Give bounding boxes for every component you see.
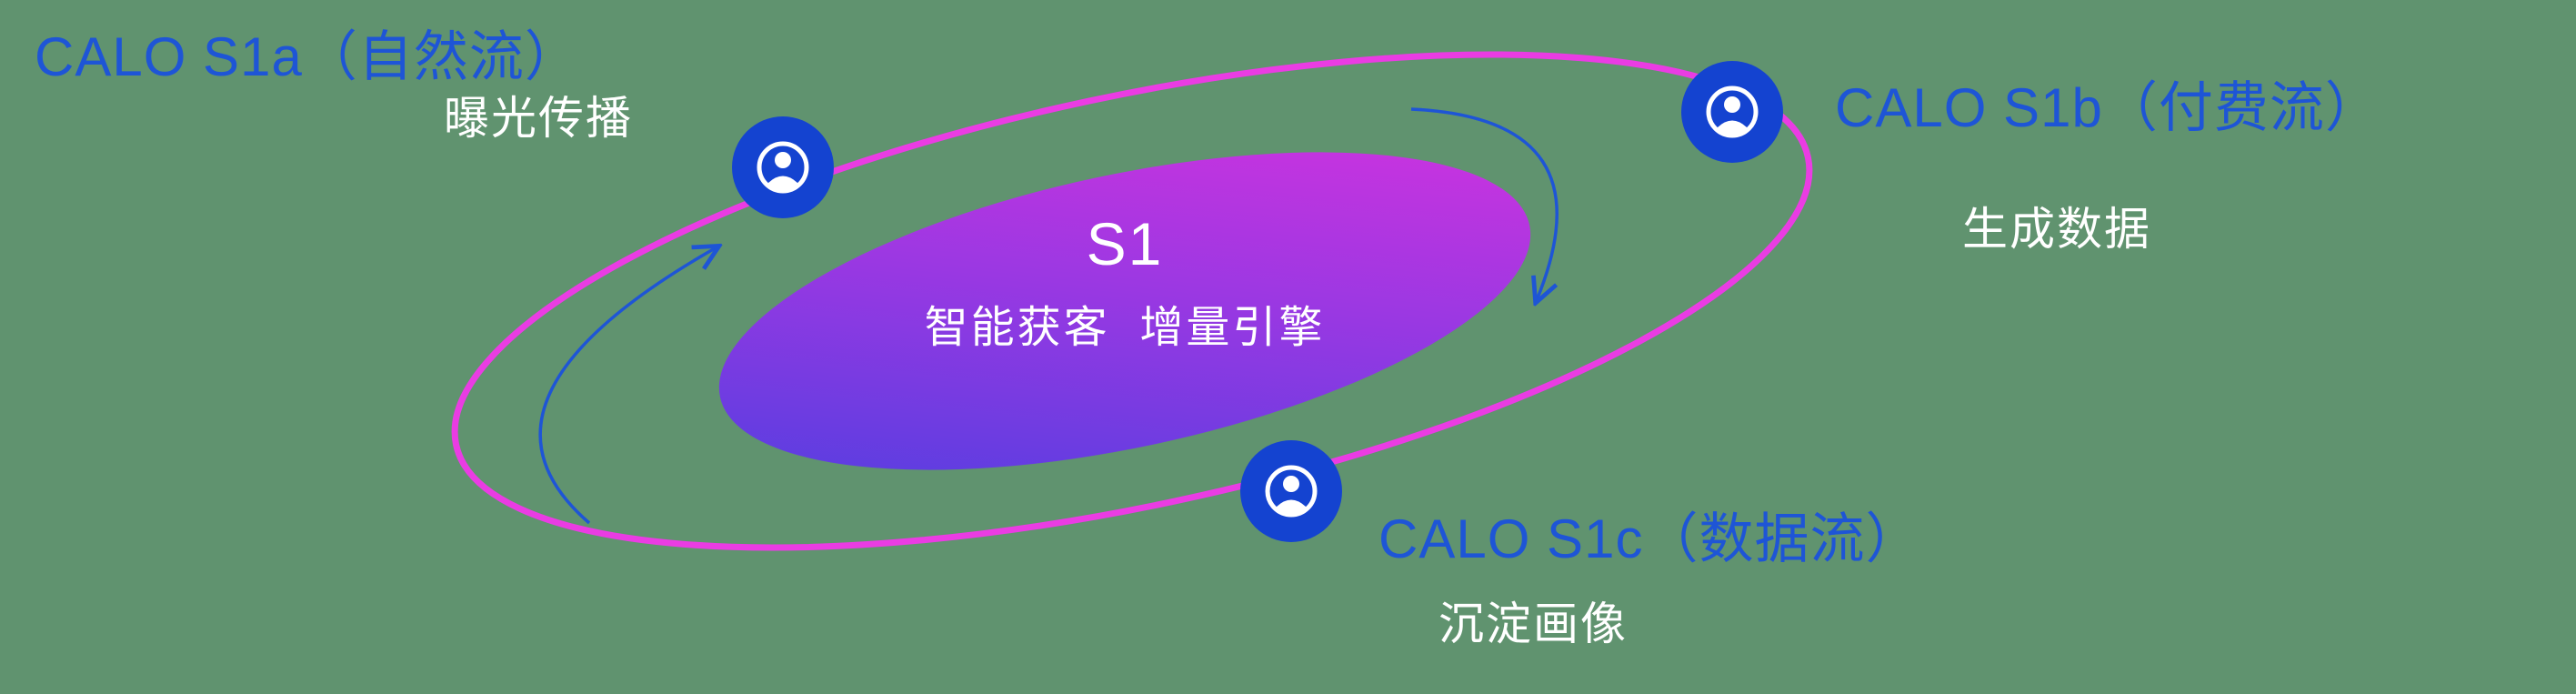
person-circle-icon bbox=[1240, 440, 1342, 542]
person-circle-icon bbox=[732, 116, 834, 218]
label-s1a-subtitle: 曝光传播 bbox=[444, 93, 633, 144]
core-subtitle: 智能获客 增量引擎 bbox=[924, 304, 1326, 352]
core-ellipse bbox=[718, 152, 1531, 470]
label-s1a-title: CALO S1a（自然流） bbox=[35, 26, 580, 87]
label-s1b-title: CALO S1b（付费流） bbox=[1835, 77, 2381, 138]
orbit-ring bbox=[451, 51, 1813, 551]
orbit-node-s1b bbox=[1681, 61, 1783, 163]
label-s1c-subtitle: 沉淀画像 bbox=[1438, 598, 1628, 649]
flow-arrow-left bbox=[538, 247, 717, 525]
label-s1b-subtitle: 生成数据 bbox=[1962, 204, 2151, 255]
orbit-node-s1c bbox=[1240, 440, 1342, 542]
core-text-block: S1 智能获客 增量引擎 bbox=[925, 209, 1326, 355]
flow-arrow-right bbox=[1410, 107, 1559, 300]
core-title: S1 bbox=[1086, 210, 1164, 277]
person-circle-icon bbox=[1681, 61, 1783, 163]
orbit-node-s1a bbox=[732, 116, 834, 218]
label-s1c-title: CALO S1c（数据流） bbox=[1378, 508, 1921, 569]
